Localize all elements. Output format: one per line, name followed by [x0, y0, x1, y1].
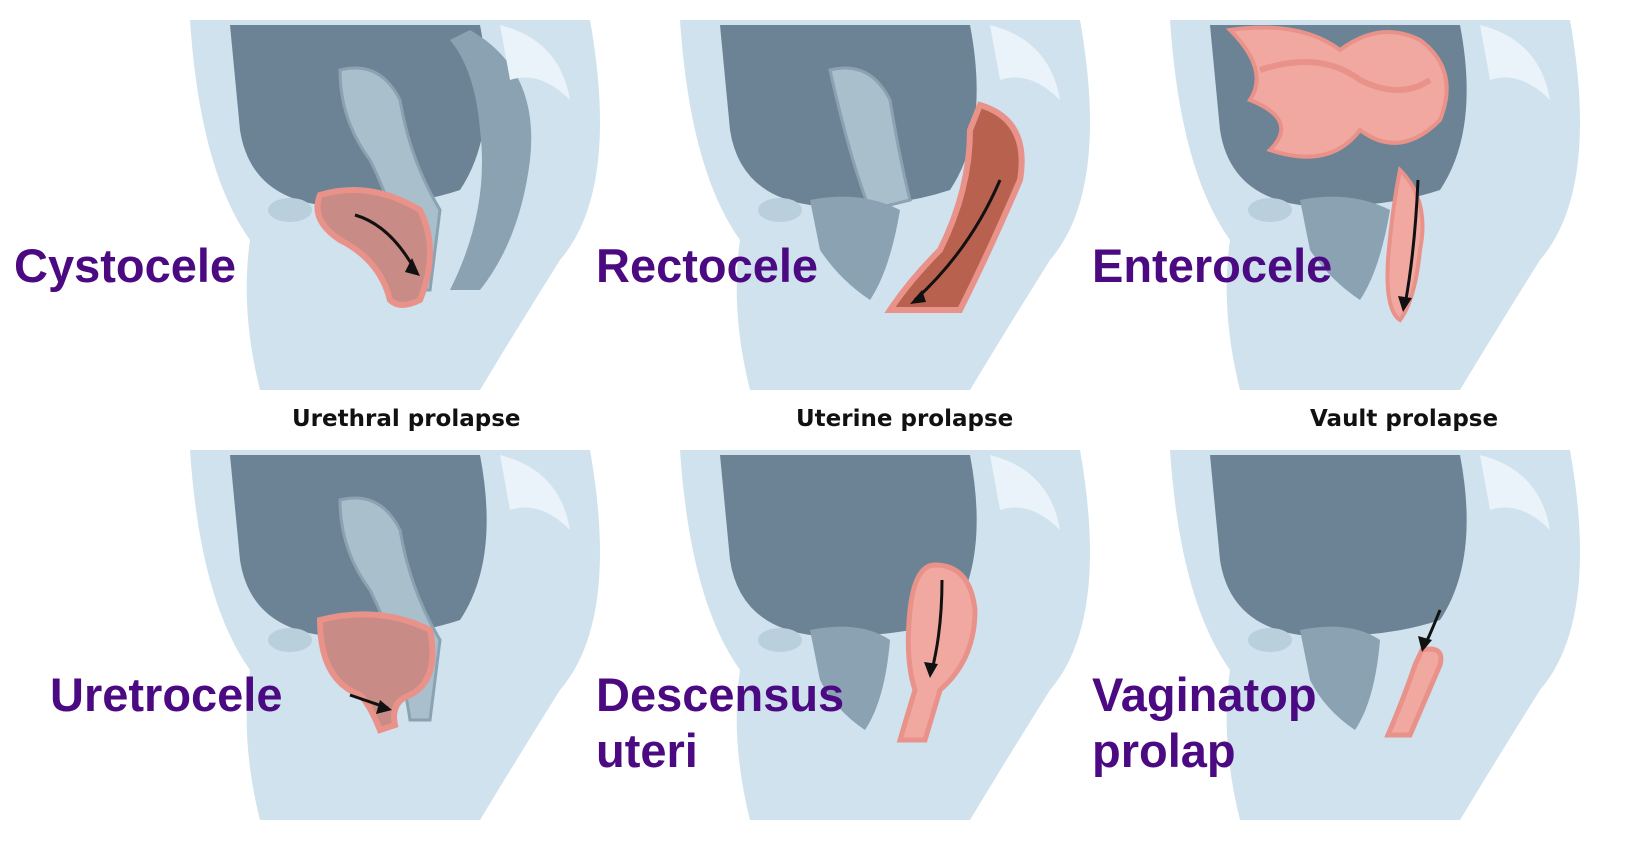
label-line: Descensus: [596, 667, 844, 723]
label-enterocele: Enterocele: [1092, 238, 1332, 294]
label-line: Vaginatop: [1092, 667, 1317, 723]
label-line: Cystocele: [14, 238, 236, 294]
label-vaginatop-prolap: Vaginatop prolap: [1092, 667, 1317, 779]
uretrocele-illustration: [180, 440, 620, 820]
enterocele-illustration: [1160, 10, 1600, 390]
label-uretrocele: Uretrocele: [50, 667, 283, 723]
rectocele-illustration: [670, 10, 1110, 390]
anatomy-svg: [180, 10, 620, 390]
caption-uterine-prolapse: Uterine prolapse: [796, 406, 1013, 432]
label-descensus-uteri: Descensus uteri: [596, 667, 844, 779]
label-rectocele: Rectocele: [596, 238, 818, 294]
cystocele-illustration: [180, 10, 620, 390]
anatomy-svg: [670, 10, 1110, 390]
anatomy-svg: [1160, 10, 1600, 390]
label-cystocele: Cystocele: [14, 238, 236, 294]
label-line: Enterocele: [1092, 238, 1332, 294]
label-line: uteri: [596, 723, 844, 779]
anatomy-svg: [180, 440, 620, 820]
label-line: Uretrocele: [50, 667, 283, 723]
label-line: Rectocele: [596, 238, 818, 294]
caption-urethral-prolapse: Urethral prolapse: [292, 406, 521, 432]
label-line: prolap: [1092, 723, 1317, 779]
caption-vault-prolapse: Vault prolapse: [1310, 406, 1498, 432]
